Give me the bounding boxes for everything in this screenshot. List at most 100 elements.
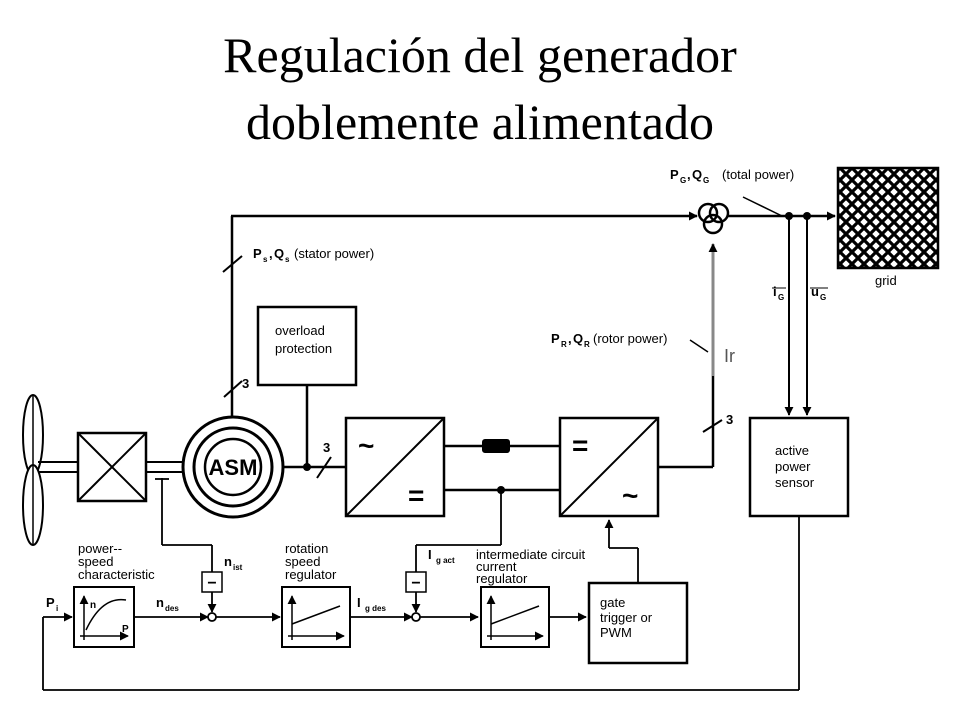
svg-text:(stator power): (stator power)	[294, 246, 374, 261]
rotation-speed-regulator-label: rotation speed regulator	[285, 541, 337, 582]
asm-generator: ASM	[181, 415, 285, 519]
ig-des-label: I g des	[357, 595, 386, 613]
svg-text:s: s	[263, 255, 268, 264]
current-regulator-label: intermediate circuit current regulator	[476, 547, 585, 586]
svg-text:G: G	[820, 293, 826, 302]
svg-text:−: −	[411, 575, 420, 592]
asm-label: ASM	[209, 455, 258, 480]
pwm-to-converter-line	[604, 519, 639, 583]
svg-text:characteristic: characteristic	[78, 567, 155, 582]
total-power-line	[728, 196, 836, 221]
total-power-label: P G , Q G (total power)	[670, 167, 794, 185]
svg-text:u: u	[811, 284, 819, 299]
svg-text:I: I	[428, 547, 432, 562]
svg-text:trigger or: trigger or	[600, 610, 653, 625]
svg-text:s: s	[285, 255, 290, 264]
dc-link	[415, 439, 560, 572]
svg-text:,: ,	[687, 167, 691, 182]
svg-text:overload: overload	[275, 323, 325, 338]
svg-text:current: current	[476, 559, 517, 574]
transformer-icon	[697, 202, 730, 235]
rotor-current-label: Ir	[724, 346, 735, 366]
current-summing-junction: −	[405, 571, 427, 622]
svg-text:(total power): (total power)	[722, 167, 794, 182]
n-des-label: n des	[156, 595, 179, 613]
grid-voltage-label: u G	[810, 284, 828, 302]
svg-text:active: active	[775, 443, 809, 458]
svg-text:P: P	[46, 595, 55, 610]
svg-text:R: R	[584, 340, 590, 349]
speed-measurement-line	[155, 478, 213, 572]
turbine-rotor-icon	[22, 394, 44, 546]
svg-text:G: G	[778, 293, 784, 302]
svg-text:gate: gate	[600, 595, 625, 610]
svg-text:g des: g des	[365, 604, 386, 613]
power-input-label: P i	[46, 595, 58, 613]
grid-measurement-lines	[784, 216, 812, 416]
svg-text:~: ~	[358, 430, 374, 461]
svg-text:~: ~	[622, 480, 638, 511]
grid-side-phase-count: 3	[726, 412, 733, 427]
svg-text:power: power	[775, 459, 811, 474]
stator-power-line	[222, 211, 698, 417]
svg-text:speed: speed	[78, 554, 113, 569]
svg-text:I: I	[357, 595, 361, 610]
svg-text:n: n	[156, 595, 164, 610]
svg-text:P: P	[253, 246, 262, 261]
active-power-sensor-block: active power sensor	[748, 416, 850, 518]
power-speed-label: power-- speed characteristic	[78, 541, 155, 582]
ac-dc-converter: ~ =	[344, 416, 446, 518]
svg-text:P: P	[122, 624, 129, 635]
svg-text:Q: Q	[573, 331, 583, 346]
svg-text:−: −	[207, 575, 216, 592]
power-speed-block: n P	[73, 586, 135, 648]
svg-text:,: ,	[568, 331, 572, 346]
feedback-loop	[42, 516, 800, 691]
stator-phase-count: 3	[242, 376, 249, 391]
svg-text:g act: g act	[436, 556, 455, 565]
gearbox-icon	[76, 431, 148, 503]
svg-text:G: G	[680, 176, 686, 185]
svg-text:Q: Q	[692, 167, 702, 182]
svg-text:P: P	[551, 331, 560, 346]
slide-title-line-2: doblemente alimentado	[246, 94, 714, 150]
svg-text:Q: Q	[274, 246, 284, 261]
rotor-power-line	[658, 243, 723, 469]
svg-text:R: R	[561, 340, 567, 349]
overload-protection-block: overload protection	[256, 305, 358, 387]
svg-text:protection: protection	[275, 341, 332, 356]
svg-text:speed: speed	[285, 554, 320, 569]
speed-summing-junction: −	[201, 571, 223, 622]
svg-text:=: =	[572, 430, 588, 461]
current-regulator-block	[480, 586, 550, 648]
svg-text:intermediate circuit: intermediate circuit	[476, 547, 585, 562]
n-ist-label: n ist	[224, 554, 243, 572]
ig-act-label: I g act	[428, 547, 455, 565]
rotation-speed-regulator-block	[281, 586, 351, 648]
dc-ac-converter: = ~	[558, 416, 660, 518]
grid-label: grid	[875, 273, 897, 288]
svg-text:rotation: rotation	[285, 541, 328, 556]
stator-power-label: P s , Q s (stator power)	[253, 246, 374, 264]
svg-text:P: P	[670, 167, 679, 182]
grid-icon	[836, 166, 940, 270]
svg-text:(rotor power): (rotor power)	[593, 331, 667, 346]
svg-text:i: i	[56, 604, 58, 613]
svg-text:n: n	[224, 554, 232, 569]
grid-current-label: i G	[772, 284, 786, 302]
svg-text:regulator: regulator	[285, 567, 337, 582]
svg-text:=: =	[408, 480, 424, 511]
svg-text:ist: ist	[233, 563, 243, 572]
svg-text:regulator: regulator	[476, 571, 528, 586]
svg-text:PWM: PWM	[600, 625, 632, 640]
svg-text:G: G	[703, 176, 709, 185]
svg-text:n: n	[90, 600, 96, 611]
svg-text:power--: power--	[78, 541, 122, 556]
svg-text:sensor: sensor	[775, 475, 815, 490]
gate-trigger-pwm-block: gate trigger or PWM	[587, 581, 689, 665]
slide-title-line-1: Regulación del generador	[223, 27, 737, 83]
rotor-connection	[283, 385, 346, 479]
rotor-phase-count: 3	[323, 440, 330, 455]
svg-text:i: i	[773, 284, 777, 299]
